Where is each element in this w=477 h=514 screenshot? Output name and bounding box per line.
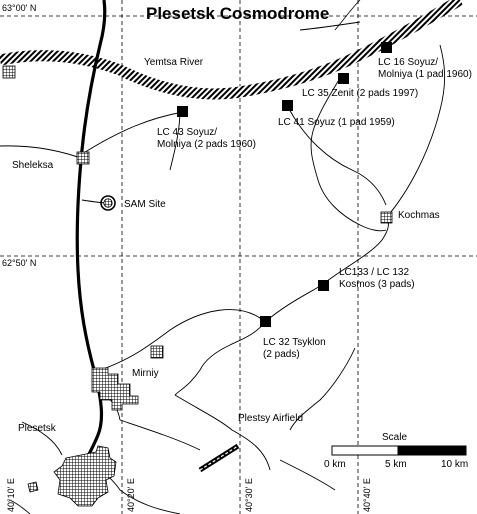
lc133-marker (318, 280, 329, 291)
label-sam-site: SAM Site (124, 199, 166, 210)
label-lc16-line1: LC 16 Soyuz/ (378, 57, 439, 68)
scale-title: Scale (382, 432, 408, 443)
town-nw (2, 65, 16, 79)
towns (2, 65, 393, 359)
label-plesetsk: Plesetsk (18, 423, 56, 434)
lat-label-6300: 63°00' N (2, 3, 37, 13)
town-kochmas (380, 211, 393, 224)
lon-label-4010: 40°10' E (6, 478, 16, 512)
launch-complexes (177, 42, 392, 327)
lc16-marker (381, 42, 392, 53)
scale-tick-5: 5 km (385, 459, 407, 470)
lc35-marker (338, 73, 349, 84)
lon-label-4040: 40°40' E (362, 478, 372, 512)
scale-bar (331, 445, 467, 456)
roads (0, 21, 446, 514)
label-lc133: LC133 / LC 132 Kosmos (3 pads) (339, 267, 415, 291)
label-lc43: LC 43 Soyuz/ Molniya (2 pads 1960) (157, 127, 256, 151)
town-sheleksa (76, 151, 90, 165)
label-yemtsa-river: Yemtsa River (144, 57, 204, 68)
railway-line (75, 0, 107, 461)
map-title: Plesetsk Cosmodrome (146, 4, 330, 23)
label-lc35: LC 35 Zenit (2 pads 1997) (302, 88, 419, 99)
label-kochmas: Kochmas (398, 210, 440, 221)
scale-tick-10: 10 km (441, 459, 469, 470)
label-lc32-line2: (2 pads) (263, 349, 300, 360)
scale-tick-0: 0 km (324, 459, 346, 470)
label-lc16-line2: Molniya (1 pad 1960) (378, 69, 472, 80)
lc32-marker (260, 316, 271, 327)
town-center (150, 345, 164, 359)
sam-site-marker (100, 195, 116, 211)
label-lc43-line1: LC 43 Soyuz/ (157, 127, 218, 138)
label-lc41: LC 41 Soyuz (1 pad 1959) (278, 117, 395, 128)
river-small-upper (334, 0, 361, 31)
yemtsa-river (0, 0, 463, 100)
plesetsk-outlier (27, 481, 39, 493)
mirniy-settlement (91, 367, 139, 411)
lon-label-4030: 40°30' E (244, 478, 254, 512)
label-airfield: Plestsy Airfield (238, 413, 304, 424)
label-lc16: LC 16 Soyuz/ Molniya (1 pad 1960) (378, 57, 472, 81)
lc41-marker (282, 100, 293, 111)
airfield-runway (198, 443, 240, 473)
label-lc133-line2: Kosmos (3 pads) (339, 279, 415, 290)
plesetsk-settlement (53, 445, 117, 507)
label-lc43-line2: Molniya (2 pads 1960) (157, 139, 256, 150)
scale-segment-white (331, 445, 399, 456)
lat-label-6250: 62°50' N (2, 258, 37, 268)
lc43-marker (177, 106, 188, 117)
scale-segment-black (397, 445, 467, 456)
label-lc32-line1: LC 32 Tsyklon (263, 337, 326, 348)
label-lc32: LC 32 Tsyklon (2 pads) (263, 337, 326, 361)
label-lc133-line1: LC133 / LC 132 (339, 267, 410, 278)
label-sheleksa: Sheleksa (12, 160, 54, 171)
lon-label-4020: 40°20' E (126, 478, 136, 512)
label-mirniy: Mirniy (132, 368, 159, 379)
